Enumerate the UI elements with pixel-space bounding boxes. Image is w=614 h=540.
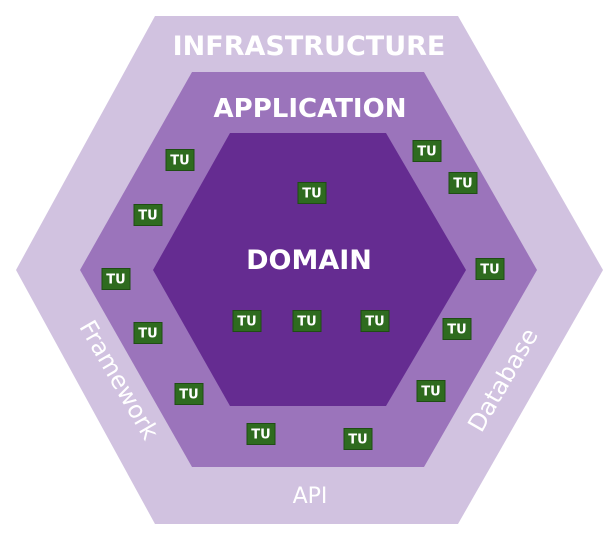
domain-title: DOMAIN	[246, 245, 372, 276]
unit-test-badge-label: TU	[421, 385, 440, 400]
unit-test-badge: TU	[297, 182, 327, 204]
unit-test-badge: TU	[133, 204, 163, 226]
unit-test-badge-label: TU	[447, 323, 466, 338]
unit-test-badge-box	[246, 423, 276, 445]
unit-test-badge: TU	[133, 322, 163, 344]
unit-test-badge-label: TU	[453, 177, 472, 192]
unit-test-badges: TU TU TU TU TU TU TU TU TU TU TU TU TU TU TU TU	[101, 140, 505, 450]
unit-test-badge-label: TU	[179, 388, 198, 403]
unit-test-badge-box	[232, 310, 262, 332]
unit-test-badge: TU	[416, 380, 446, 402]
unit-test-badge: TU	[232, 310, 262, 332]
unit-test-badge-box	[475, 258, 505, 280]
unit-test-badge-label: TU	[417, 145, 436, 160]
unit-test-badge-label: TU	[138, 209, 157, 224]
unit-test-badge: TU	[165, 149, 195, 171]
unit-test-badge-box	[448, 172, 478, 194]
unit-test-badge: TU	[246, 423, 276, 445]
unit-test-badge-label: TU	[251, 428, 270, 443]
unit-test-badge-box	[292, 310, 322, 332]
infrastructure-title: INFRASTRUCTURE	[173, 31, 446, 62]
unit-test-badge-label: TU	[170, 154, 189, 169]
unit-test-badge-box	[360, 310, 390, 332]
unit-test-badge: TU	[292, 310, 322, 332]
unit-test-badge: TU	[174, 383, 204, 405]
unit-test-badge-label: TU	[297, 315, 316, 330]
unit-test-badge-label: TU	[480, 263, 499, 278]
unit-test-badge-label: TU	[138, 327, 157, 342]
unit-test-badge-label: TU	[106, 273, 125, 288]
unit-test-badge: TU	[442, 318, 472, 340]
unit-test-badge: TU	[101, 268, 131, 290]
domain-hexagon	[153, 133, 466, 406]
unit-test-badge-box	[165, 149, 195, 171]
unit-test-badge-box	[416, 380, 446, 402]
unit-test-badge-box	[412, 140, 442, 162]
api-label: API	[293, 484, 328, 509]
unit-test-badge-box	[343, 428, 373, 450]
unit-test-badge-box	[297, 182, 327, 204]
unit-test-badge: TU	[412, 140, 442, 162]
application-title: APPLICATION	[214, 94, 407, 124]
unit-test-badge-label: TU	[302, 187, 321, 202]
unit-test-badge-label: TU	[237, 315, 256, 330]
unit-test-badge-box	[133, 322, 163, 344]
unit-test-badge: TU	[448, 172, 478, 194]
unit-test-badge: TU	[475, 258, 505, 280]
unit-test-badge: TU	[343, 428, 373, 450]
unit-test-badge: TU	[360, 310, 390, 332]
unit-test-badge-box	[174, 383, 204, 405]
unit-test-badge-box	[101, 268, 131, 290]
unit-test-badge-label: TU	[365, 315, 384, 330]
unit-test-badge-label: TU	[348, 433, 367, 448]
unit-test-badge-box	[133, 204, 163, 226]
unit-test-badge-box	[442, 318, 472, 340]
